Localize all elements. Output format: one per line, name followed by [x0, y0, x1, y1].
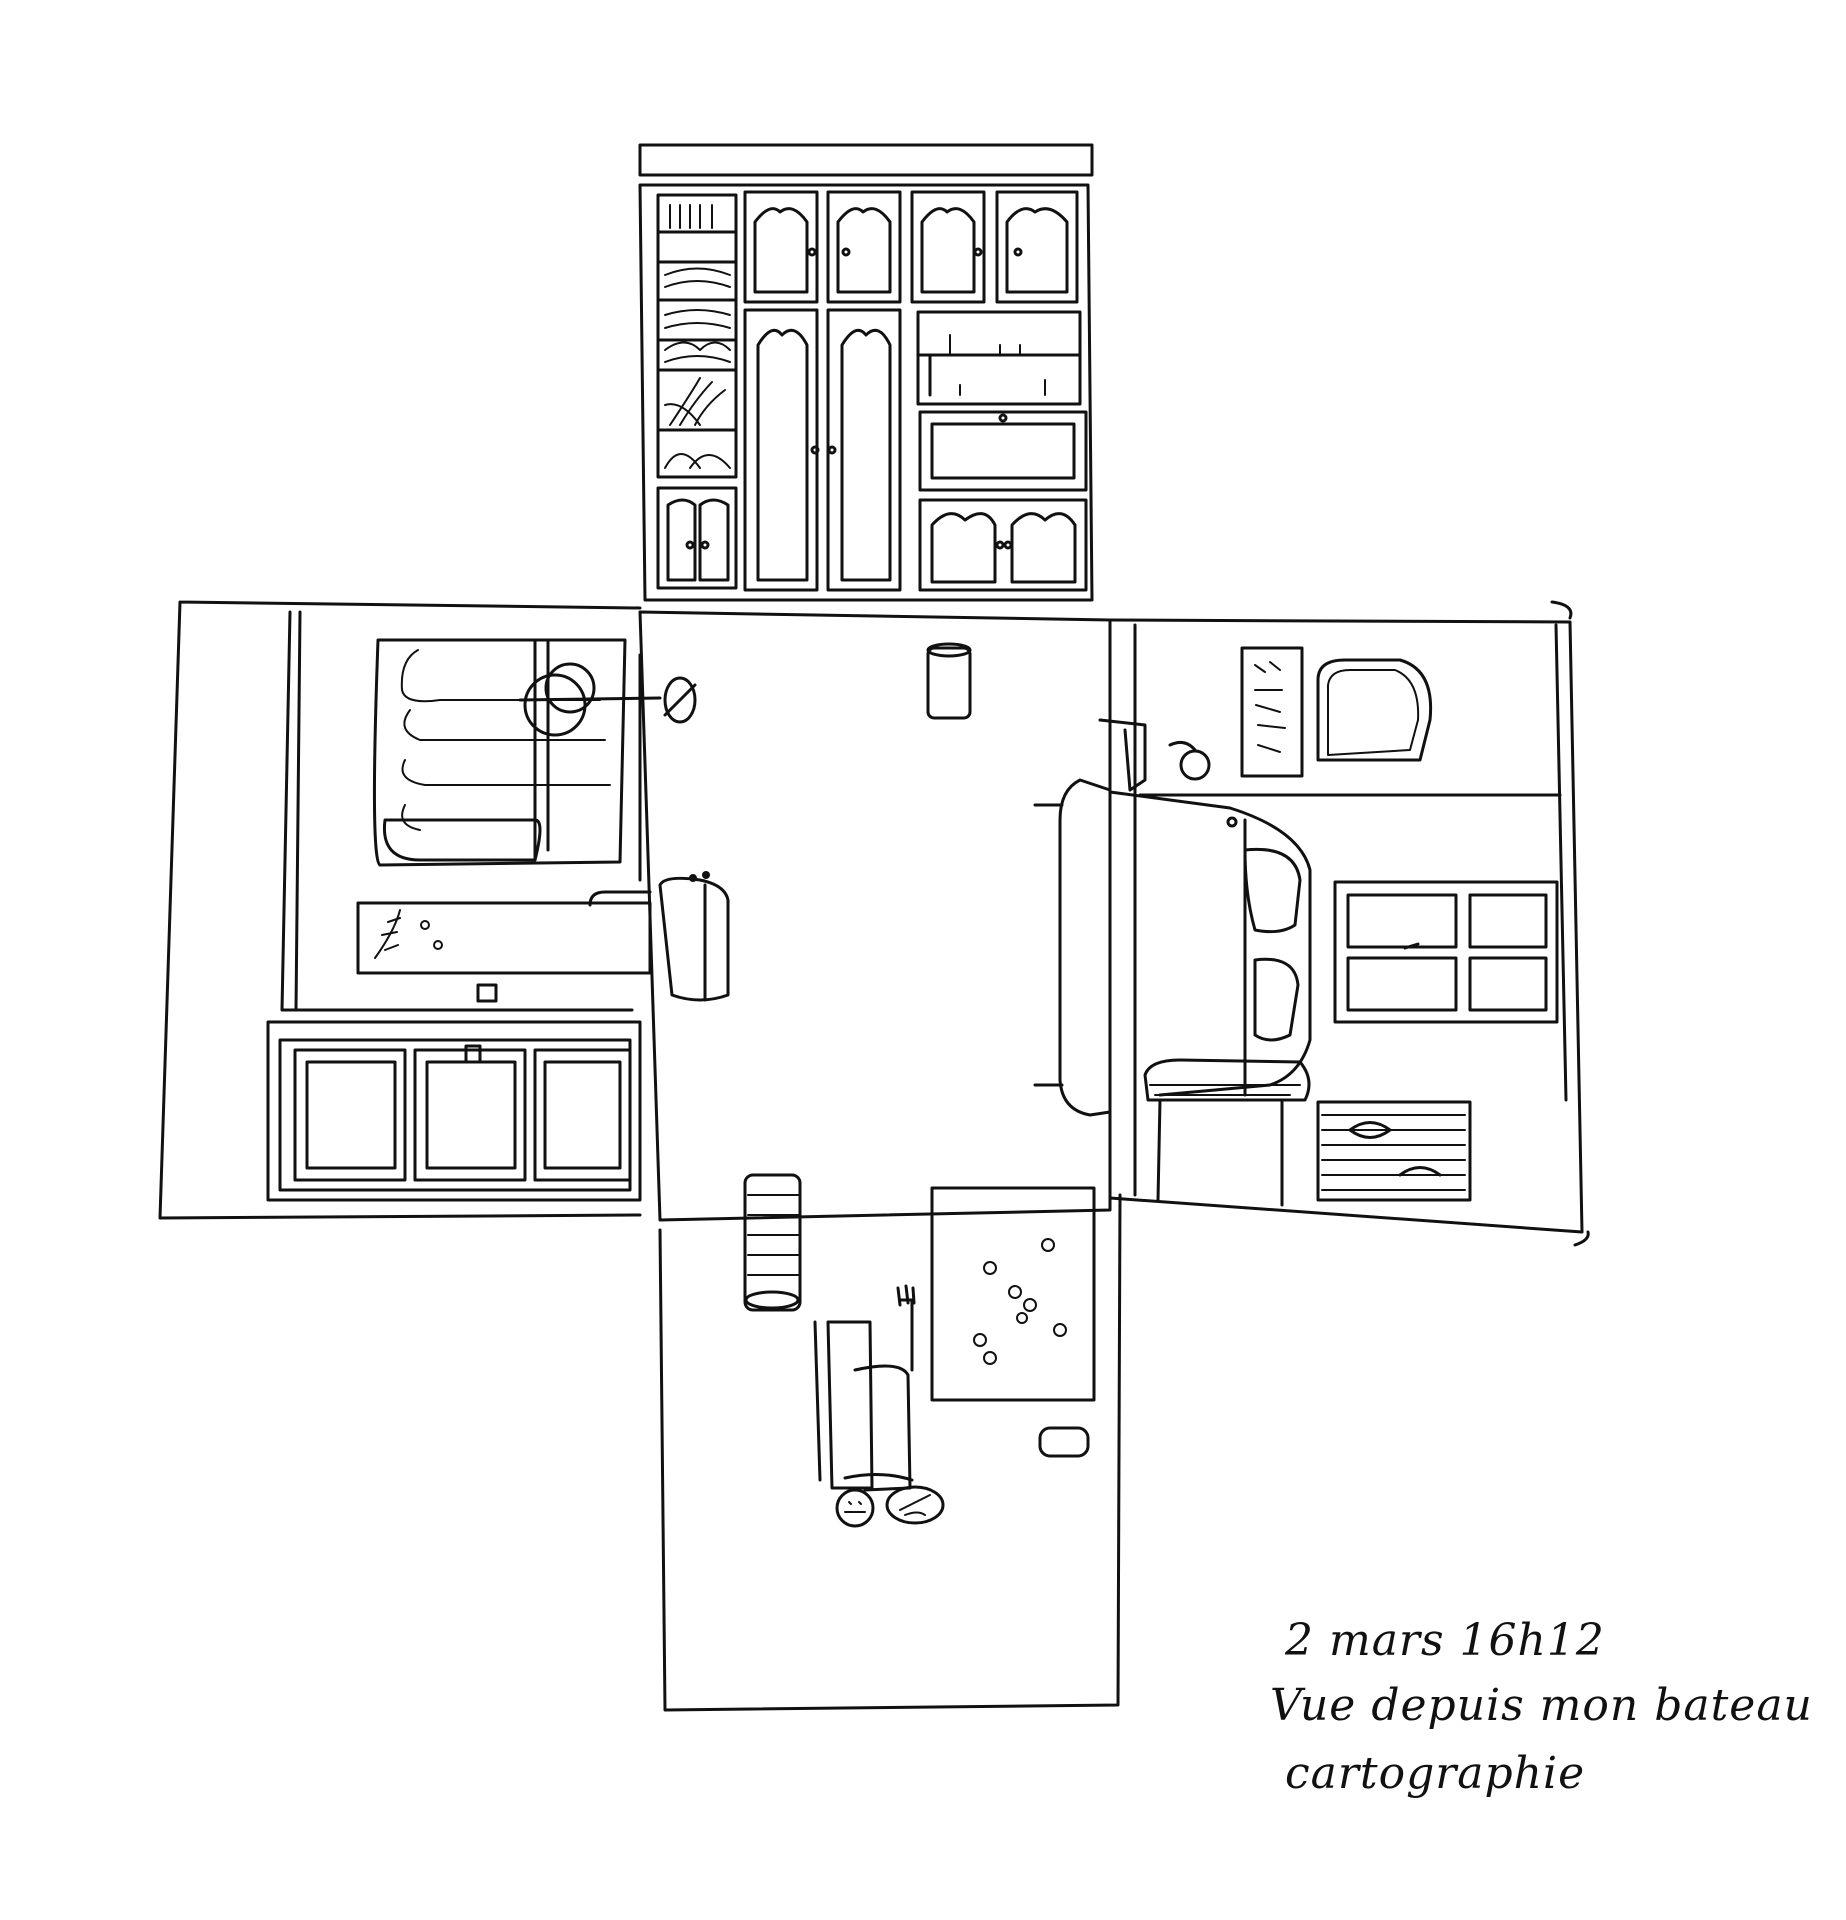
bed	[372, 638, 627, 867]
desk-chair	[1098, 718, 1147, 792]
paper-edges	[1550, 600, 1590, 1247]
caption-title: cartographie	[1285, 1748, 1586, 1799]
pillow	[1038, 1426, 1090, 1458]
window	[1333, 880, 1559, 1024]
wooden-crate	[1316, 1100, 1472, 1202]
wastebin	[926, 646, 972, 720]
desk	[1058, 778, 1112, 1117]
top-wall-wardrobe	[638, 143, 1094, 602]
person-lying	[813, 1284, 945, 1528]
rug	[930, 1186, 1096, 1402]
wall-poster	[1240, 646, 1304, 778]
caption-date-time: 2 mars 16h12	[1285, 1615, 1605, 1666]
mirror	[1316, 658, 1433, 762]
central-floor	[638, 610, 1112, 1222]
socket	[476, 983, 498, 1003]
left-wall	[158, 600, 730, 1220]
bottom-floor	[658, 1173, 1122, 1712]
caption-view: Vue depuis mon bateau	[1270, 1680, 1813, 1731]
bag	[658, 876, 730, 1002]
rolled-towel	[743, 1173, 802, 1312]
right-wall	[1033, 618, 1584, 1234]
